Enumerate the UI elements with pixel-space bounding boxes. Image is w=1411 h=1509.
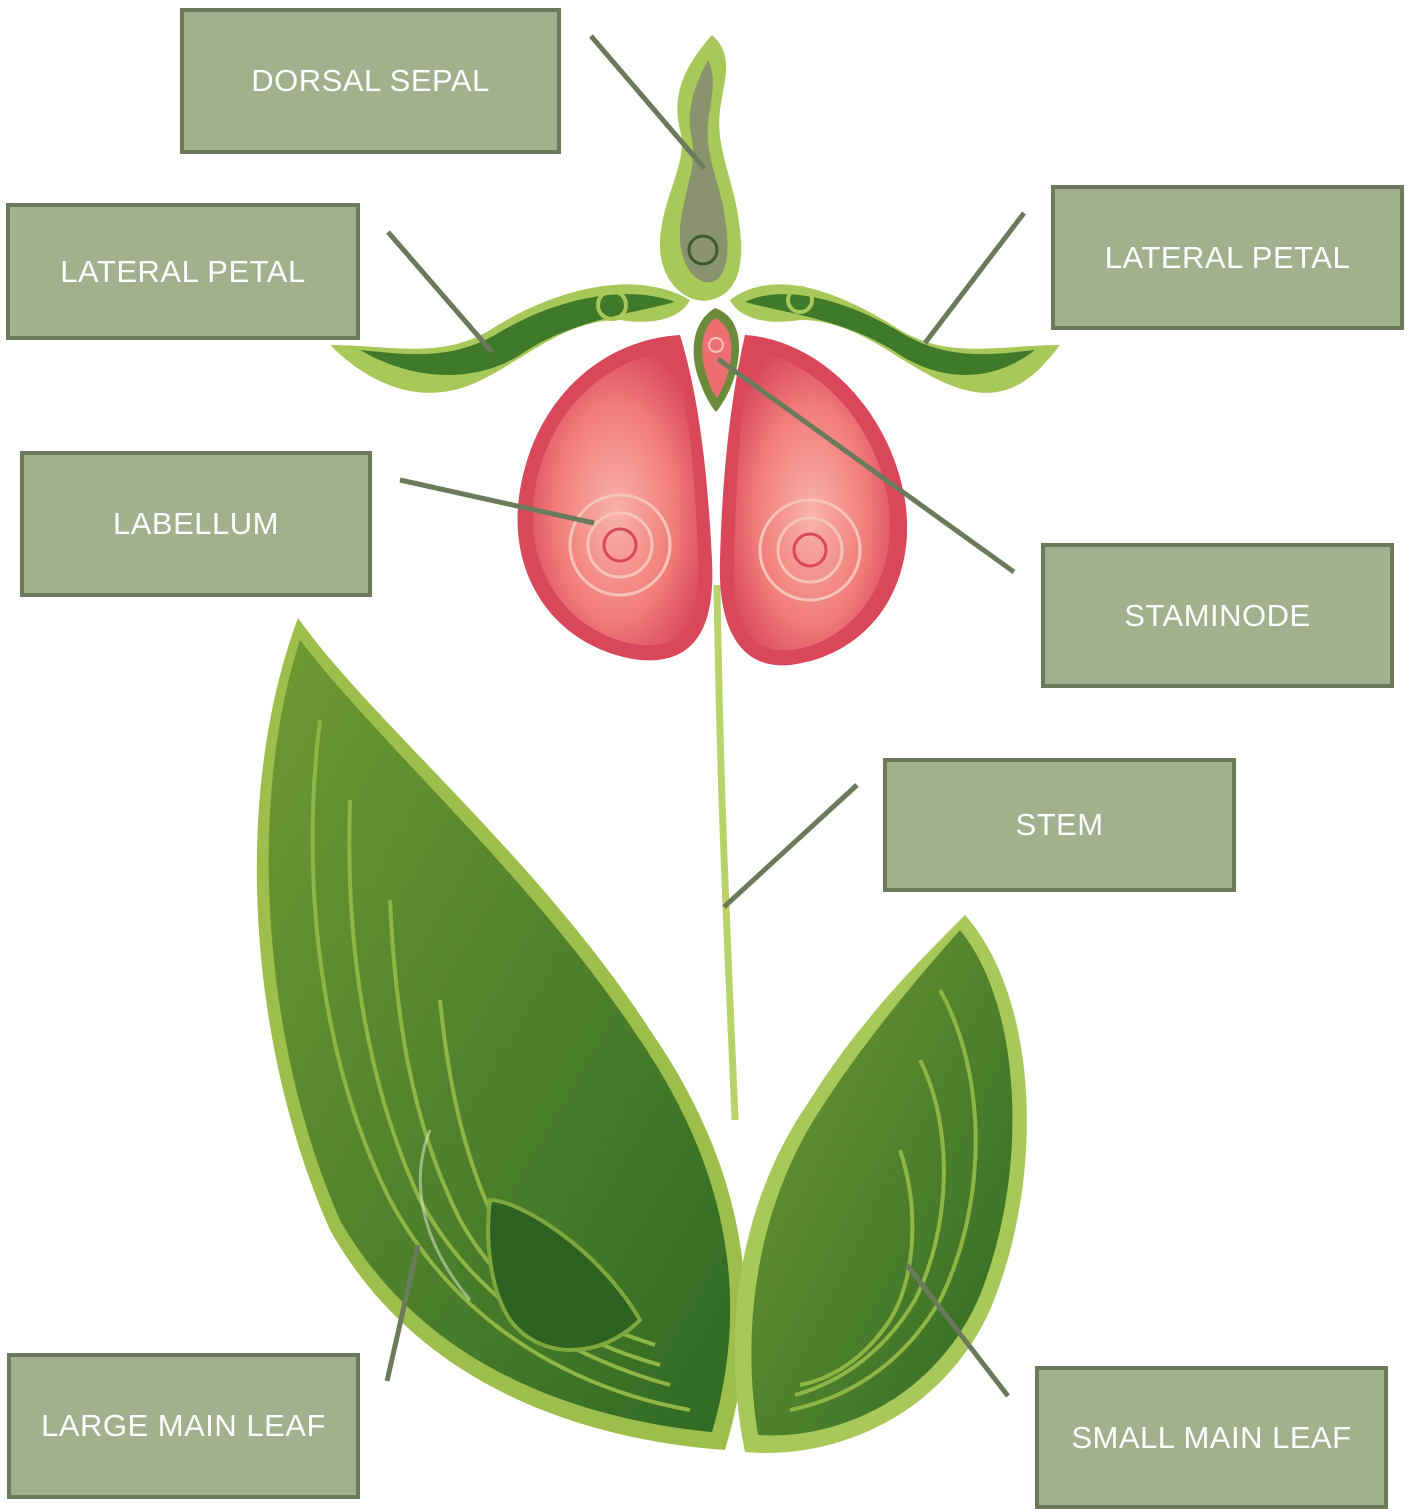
label-lateral-petal-left: LATERAL PETAL xyxy=(6,203,360,340)
leader-line-lateral-petal-right xyxy=(925,213,1024,343)
small-main-leaf-shape xyxy=(735,915,1027,1453)
leader-line-lateral-petal-left xyxy=(388,232,492,352)
label-lateral-petal-right: LATERAL PETAL xyxy=(1051,185,1404,330)
label-stem: STEM xyxy=(883,758,1236,892)
leader-line-stem xyxy=(724,785,857,907)
label-large-main-leaf: LARGE MAIN LEAF xyxy=(7,1353,360,1499)
stem-shape xyxy=(717,585,735,1120)
large-main-leaf-shape xyxy=(257,618,746,1450)
label-staminode: STAMINODE xyxy=(1041,543,1394,688)
label-labellum: LABELLUM xyxy=(20,451,372,597)
label-small-main-leaf: SMALL MAIN LEAF xyxy=(1035,1366,1388,1509)
label-dorsal-sepal: DORSAL SEPAL xyxy=(180,8,561,154)
staminode-shape xyxy=(694,308,739,412)
